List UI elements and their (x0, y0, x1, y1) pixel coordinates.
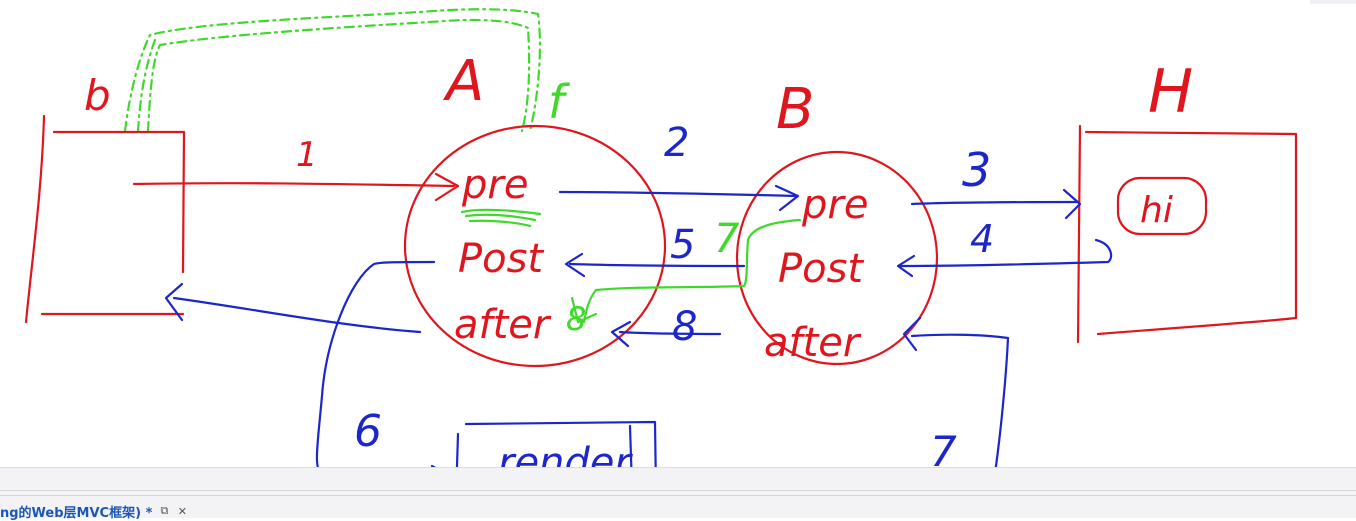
window-edge-strip (1310, 0, 1356, 4)
label-a: A (443, 49, 484, 114)
label-b-node: B (776, 77, 814, 142)
step-5-label: 5 (670, 222, 695, 268)
a-row-after: after (454, 302, 552, 348)
b-row-post: Post (778, 246, 864, 292)
arrow-step-6: 6 (315, 260, 454, 494)
arrow-step-4: 4 (896, 217, 1113, 278)
label-f: f (548, 75, 570, 129)
green-scribble (460, 208, 542, 228)
arrow-step-2: 2 (558, 120, 800, 212)
editor-tab-title: ng的Web层MVC框架) * (0, 505, 153, 521)
green-shortcut-path: 7 8 (566, 216, 802, 338)
box-b: b (24, 71, 186, 324)
tab-bar-divider-2 (0, 495, 1356, 496)
editor-tab-bar: ng的Web层MVC框架) * ⧉ ✕ (0, 467, 1356, 521)
green-7-label: 7 (714, 216, 740, 262)
tab-bar-divider (0, 490, 1356, 491)
label-b: b (84, 71, 111, 120)
interceptor-b: B pre Post after (735, 77, 939, 366)
interceptor-a: A pre Post after (403, 49, 667, 368)
arrow-step-3: 3 (910, 143, 1082, 220)
a-row-post: Post (458, 236, 544, 282)
b-row-pre: pre (801, 182, 868, 228)
arrow-return-to-b (164, 282, 422, 334)
green-8-label: 8 (566, 300, 586, 338)
step-1-label: 1 (296, 135, 318, 175)
editor-tab[interactable]: ng的Web层MVC框架) * ⧉ ✕ (0, 504, 188, 521)
green-shortcut-loop (123, 8, 541, 133)
label-hi: hi (1140, 190, 1173, 231)
step-8-label: 8 (672, 304, 697, 350)
handler-h: H hi (1076, 57, 1298, 344)
tab-close-icon[interactable]: ✕ (177, 504, 187, 518)
step-4-label: 4 (970, 217, 994, 261)
arrow-step-5: 5 (564, 222, 746, 278)
tab-restore-icon[interactable]: ⧉ (160, 504, 169, 517)
step-2-label: 2 (664, 120, 689, 166)
step-6-label: 6 (354, 406, 382, 457)
a-row-pre: pre (461, 162, 528, 208)
step-3-label: 3 (962, 143, 991, 197)
arrow-step-8: 8 (610, 304, 722, 350)
arrow-step-1: 1 (132, 135, 460, 202)
b-row-after: after (764, 320, 862, 366)
label-h: H (1148, 57, 1193, 127)
